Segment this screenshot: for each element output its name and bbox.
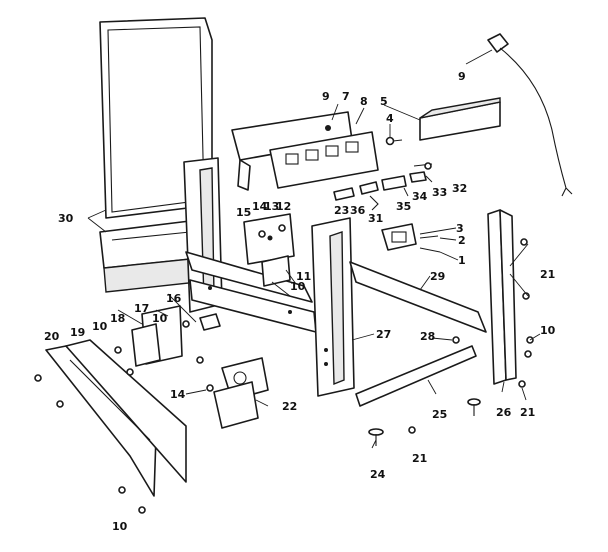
callout-16: 16 (166, 292, 182, 305)
callout-2: 2 (458, 234, 466, 247)
part-clip (199, 313, 221, 331)
callout-21-right-lower: 21 (520, 406, 535, 419)
callout-26: 26 (496, 406, 512, 419)
callout-33: 33 (432, 186, 447, 199)
callout-30: 30 (58, 212, 74, 225)
part-leveling-foot (368, 428, 384, 446)
callout-10-frame: 10 (290, 280, 306, 293)
part-right-frame-side (311, 217, 355, 397)
callout-13: 13 (264, 200, 279, 213)
callout-17: 17 (134, 302, 149, 315)
callout-27: 27 (376, 328, 391, 341)
callout-7: 7 (342, 90, 350, 103)
part-support-bar (349, 261, 487, 333)
callout-31: 31 (368, 212, 383, 225)
callout-23: 23 (334, 204, 349, 217)
screws-group (34, 162, 534, 514)
callout-3: 3 (456, 222, 464, 235)
part-control-panel (269, 131, 379, 189)
callout-9-cord: 9 (458, 70, 466, 83)
callout-36: 36 (350, 204, 366, 217)
callout-10-right: 10 (540, 324, 556, 337)
callout-32: 32 (452, 182, 467, 195)
callout-10-bracket: 10 (92, 320, 108, 333)
callout-12: 12 (276, 200, 291, 213)
leader-lines (87, 49, 541, 449)
callout-25: 25 (432, 408, 447, 421)
part-cover-plate (419, 97, 501, 141)
callout-20: 20 (44, 330, 60, 343)
callout-21-bottom: 21 (412, 452, 427, 465)
callout-22: 22 (282, 400, 297, 413)
callout-14-upper: 14 (252, 200, 268, 213)
callout-34: 34 (412, 190, 428, 203)
callout-10-left: 10 (152, 312, 168, 325)
callout-8: 8 (360, 95, 368, 108)
callout-15: 15 (236, 206, 251, 219)
part-bracket-plate (131, 305, 183, 367)
callout-5: 5 (380, 95, 388, 108)
part-screw-4 (385, 136, 403, 146)
part-valve-assembly (381, 223, 441, 253)
part-leveling-foot-right (467, 398, 481, 416)
callout-28: 28 (420, 330, 435, 343)
callout-1: 1 (458, 254, 466, 267)
callout-10-bottom: 10 (112, 520, 128, 533)
part-power-cord (487, 33, 573, 197)
part-rear-rail (487, 209, 517, 385)
callout-9-bracket: 9 (322, 90, 330, 103)
part-bottom-rail (355, 345, 477, 407)
part-switch-components (333, 163, 433, 211)
part-latch-assembly (213, 357, 269, 429)
part-kick-plate (45, 339, 187, 497)
callout-21-right-upper: 21 (540, 268, 555, 281)
callout-4: 4 (386, 112, 394, 125)
callout-29: 29 (430, 270, 445, 283)
callout-11: 11 (296, 270, 311, 283)
callout-24: 24 (370, 468, 386, 481)
callout-35: 35 (396, 200, 411, 213)
callout-18: 18 (110, 312, 125, 325)
callout-labels: 1 2 3 4 5 7 8 9 9 10 10 10 10 10 11 12 1… (44, 70, 556, 533)
callout-19: 19 (70, 326, 85, 339)
callout-14-lower: 14 (170, 388, 186, 401)
